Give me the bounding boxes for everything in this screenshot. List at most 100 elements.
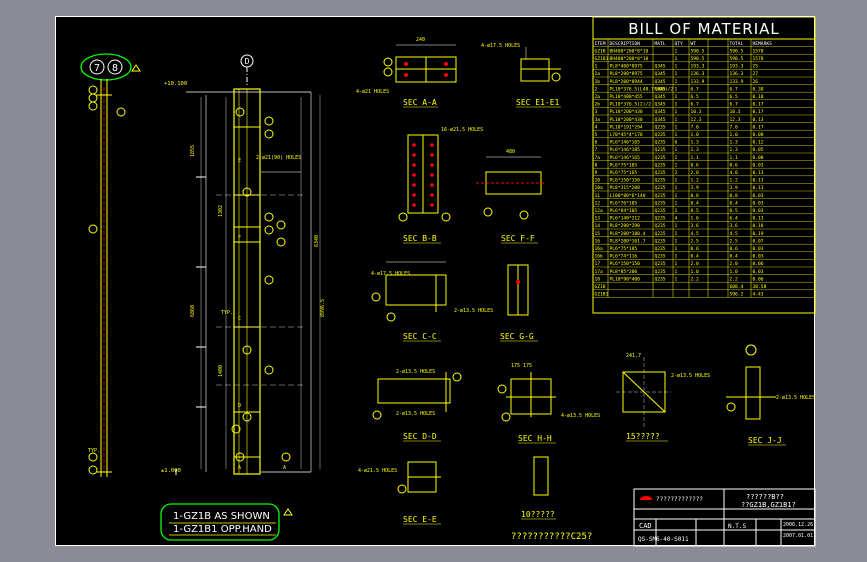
bom-cell: 1: [675, 109, 678, 115]
company-name: ?????????????: [656, 496, 703, 503]
label-sec-g-g: SEC G-G: [500, 332, 534, 341]
bom-cell: 9: [595, 170, 598, 176]
bom-cell: Q235: [655, 132, 666, 138]
svg-text:4-ø17.5 HOLES: 4-ø17.5 HOLES: [481, 43, 520, 49]
bom-cell: BH400*200*8*10: [610, 48, 649, 54]
section-j-j-drawing: 2-ø13.5 HOLES SEC J-J: [726, 344, 815, 446]
bom-cell: 10.3: [691, 109, 702, 115]
bom-cell: 1: [675, 102, 678, 108]
section-f-f-drawing: 480 SEC F-F: [476, 149, 546, 244]
svg-text:2-ø13.5 HOLES: 2-ø13.5 HOLES: [396, 411, 435, 417]
scale-label: N.T.S: [728, 523, 746, 530]
bom-cell: Q345: [655, 117, 666, 123]
bom-cell: 1.3: [691, 140, 700, 146]
bom-cell: Q235: [655, 223, 666, 229]
label-sec-b-b: SEC B-B: [403, 234, 437, 243]
bom-cell: 2.5: [691, 238, 700, 244]
bom-cell: 1.6: [691, 216, 700, 222]
bom-cell: 12: [595, 200, 601, 206]
bom-cell: 1: [675, 254, 678, 260]
bom-cell: PL10*376.5(2)/2: [610, 102, 652, 108]
bom-cell: PL8*85*200: [610, 269, 638, 275]
bom-cell: PL10*376.5(L48.7*400)/2: [610, 86, 674, 92]
bom-cell: 1: [675, 269, 678, 275]
bom-cell: 590.5: [691, 48, 705, 54]
bom-cell: PL8*200*8975: [610, 71, 643, 77]
section-e1-e1-drawing: 4-ø17.5 HOLES SEC E1-E1: [481, 43, 561, 108]
bom-cell: 1.0: [691, 132, 700, 138]
bom-cell: 16a: [595, 246, 604, 252]
bom-cell: Q345: [655, 79, 666, 85]
bom-cell: PL8*200*180.4: [610, 231, 646, 237]
bom-cell: 0.18: [753, 94, 764, 100]
bom-cell: 1: [675, 200, 678, 206]
bom-cell: Q235: [655, 185, 666, 191]
bom-cell: Q235: [655, 254, 666, 260]
bom-cell: 1: [675, 132, 678, 138]
date-2: 2007.01.01: [783, 533, 813, 539]
bom-cell: PL6*75*185: [610, 246, 638, 252]
bom-cell: GZ1B1: [595, 292, 609, 298]
bom-header-cell: MATL: [655, 41, 666, 47]
bom-cell: 1.2: [730, 178, 739, 184]
bom-cell: 0.6: [691, 246, 700, 252]
bom-cell: Q345: [655, 71, 666, 77]
svg-text:480: 480: [506, 149, 515, 155]
bom-cell: 1: [675, 117, 678, 123]
bom-cell: 3a: [595, 117, 601, 123]
bom-cell: 590.5: [730, 56, 744, 62]
bom-cell: 7a: [595, 155, 601, 161]
bom-cell: 1578: [753, 48, 764, 54]
bom-cell: 590.5: [730, 48, 744, 54]
label-detail-15: 15?????: [626, 432, 660, 441]
bom-cell: PL6*74*116: [610, 254, 638, 260]
bom-cell: 1: [675, 223, 678, 229]
bom-cell: Q235: [655, 140, 666, 146]
bom-cell: 0.03: [753, 162, 764, 168]
svg-text:4-ø17.5 HOLES: 4-ø17.5 HOLES: [371, 271, 410, 277]
bom-cell: 6.7: [691, 102, 700, 108]
bom-cell: 193.3: [691, 64, 705, 70]
bom-cell: Q235: [655, 162, 666, 168]
bubble-label-8: 8: [112, 63, 118, 74]
bom-cell: 1: [675, 193, 678, 199]
bom-cell: 1: [675, 94, 678, 100]
note-cloud: [160, 503, 280, 541]
bom-cell: PL6*76*105: [610, 200, 638, 206]
svg-text:E: E: [238, 158, 241, 164]
sec-c-holes: 2-ø13.5 HOLES: [454, 308, 493, 314]
bom-cell: 1.2: [691, 178, 700, 184]
bom-cell: Q345: [655, 64, 666, 70]
bom-cell: 1.3: [691, 147, 700, 153]
bom-cell: 0.07: [753, 238, 764, 244]
bom-cell: Q345: [655, 86, 666, 92]
bom-header-cell: REMARKS: [753, 41, 773, 47]
bom-cell: 1: [675, 276, 678, 282]
bom-cell: 0.13: [753, 117, 764, 123]
bom-cell: 0.03: [753, 208, 764, 214]
bom-cell: BH400*200*8*10: [610, 56, 649, 62]
bom-cell: 2: [595, 86, 598, 92]
bom-cell: Q235: [655, 276, 666, 282]
bom-cell: 1: [595, 64, 598, 70]
bom-cell: 12a: [595, 208, 604, 214]
bom-cell: PL6*146*185: [610, 147, 641, 153]
bom-header-cell: TOTAL: [730, 41, 744, 47]
bom-cell: PL10*400*455: [610, 94, 643, 100]
bom-cell: 6: [675, 140, 678, 146]
svg-text:6340: 6340: [314, 235, 320, 247]
cad-label: CAD: [639, 522, 652, 530]
bom-cell: Q235: [655, 200, 666, 206]
bom-cell: 0.13: [753, 185, 764, 191]
bom-cell: L100*80*6*140: [610, 193, 646, 199]
bom-cell: 0.8: [730, 193, 739, 199]
bom-cell: 0.4: [730, 200, 739, 206]
note-line-1: 1-GZ1B AS SHOWN: [173, 511, 270, 522]
concrete-note: ???????????C25?: [511, 532, 592, 542]
bom-cell: 2.2: [730, 276, 739, 282]
bubble-label-7: 7: [94, 63, 100, 74]
cad-canvas: 7 8 TYP. +10.100 ±1.000 D: [80, 17, 816, 547]
bom-cell: PL6*84*105: [610, 208, 638, 214]
bom-cell: 0.17: [753, 124, 764, 130]
